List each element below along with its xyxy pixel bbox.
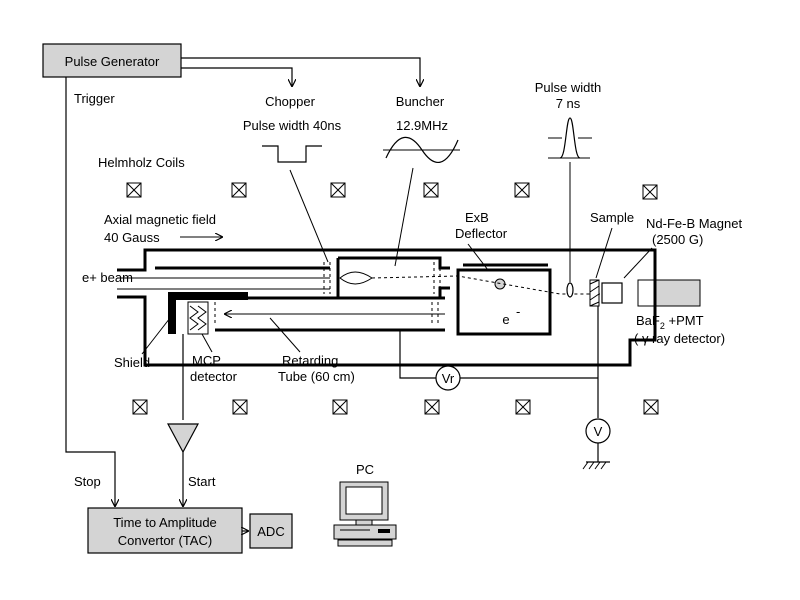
narrow-pulse-shape	[548, 117, 592, 159]
helmholz-label: Helmholz Coils	[98, 155, 185, 170]
helmholz-coils-bottom	[132, 399, 659, 415]
chopper-pulse-shape	[262, 145, 322, 163]
chopper-signal-line	[181, 67, 292, 86]
buncher-freq-label: 12.9MHz	[396, 118, 448, 133]
exb-deflector: e -	[456, 263, 552, 336]
pulse-generator-box: Pulse Generator	[42, 43, 182, 78]
pc-label: PC	[356, 462, 374, 477]
trigger-label: Trigger	[74, 91, 115, 106]
pulse-generator-label: Pulse Generator	[65, 54, 160, 69]
shield	[168, 292, 248, 334]
magnet-pointer	[623, 247, 653, 279]
stop-label: Stop	[74, 474, 101, 489]
retarding-pointer	[269, 317, 301, 353]
baf-label: BaF2 +PMT	[636, 313, 704, 331]
gauss-label: 40 Gauss	[104, 230, 160, 245]
magnet-field-label: (2500 G)	[652, 232, 703, 247]
sample-pointer	[595, 227, 613, 279]
sample-label: Sample	[590, 210, 634, 225]
pc-icon	[333, 481, 397, 547]
trigger-stop-line	[65, 77, 115, 506]
deflector-label: Deflector	[455, 226, 508, 241]
magnet	[601, 282, 623, 304]
chopper-pointer	[289, 169, 329, 263]
mcp-detector-label: detector	[190, 369, 238, 384]
pulse-width-label: Pulse width	[535, 80, 601, 95]
chopper-pulse-label: Pulse width 40ns	[243, 118, 342, 133]
chopper-label: Chopper	[265, 94, 316, 109]
mcp-detector	[187, 301, 209, 335]
pulse-width-value: 7 ns	[556, 96, 581, 111]
start-label: Start	[188, 474, 216, 489]
shield-pointer	[141, 317, 171, 355]
v-label: V	[594, 424, 603, 439]
shield-label: Shield	[114, 355, 150, 370]
mcp-label: MCP	[192, 353, 221, 368]
gamma-detector-label: ( γ ray detector)	[634, 331, 725, 346]
buncher-sine-wave	[385, 136, 459, 164]
baf2-pmt-detector	[637, 279, 701, 307]
vr-label: Vr	[442, 371, 455, 386]
tac-label-1: Time to Amplitude	[113, 515, 217, 530]
lens	[566, 282, 574, 298]
helmholz-coils-top	[126, 182, 658, 200]
tac-box: Time to Amplitude Convertor (TAC)	[87, 507, 243, 554]
tac-label-2: Convertor (TAC)	[118, 533, 212, 548]
retarding-tube-label: Tube (60 cm)	[278, 369, 355, 384]
exb-label: ExB	[465, 210, 489, 225]
positron-path	[371, 275, 600, 295]
vr-line-left	[399, 330, 436, 379]
electron-sup-label: -	[516, 304, 520, 319]
retarding-tube	[214, 296, 445, 332]
adc-box: ADC	[249, 513, 293, 549]
axial-field-label: Axial magnetic field	[104, 212, 216, 227]
buncher-label: Buncher	[396, 94, 445, 109]
ground-symbol	[582, 443, 610, 470]
sample	[589, 279, 600, 307]
magnet-label: Nd-Fe-B Magnet	[646, 216, 742, 231]
buncher-signal-line	[181, 57, 420, 86]
mcp-pointer	[201, 333, 213, 353]
amplifier	[166, 423, 200, 454]
adc-label: ADC	[257, 524, 284, 539]
retarding-label: Retarding	[282, 353, 338, 368]
beam-label: e+ beam	[82, 270, 133, 285]
vacuum-chamber	[117, 248, 657, 367]
electron-label: e	[502, 312, 509, 327]
